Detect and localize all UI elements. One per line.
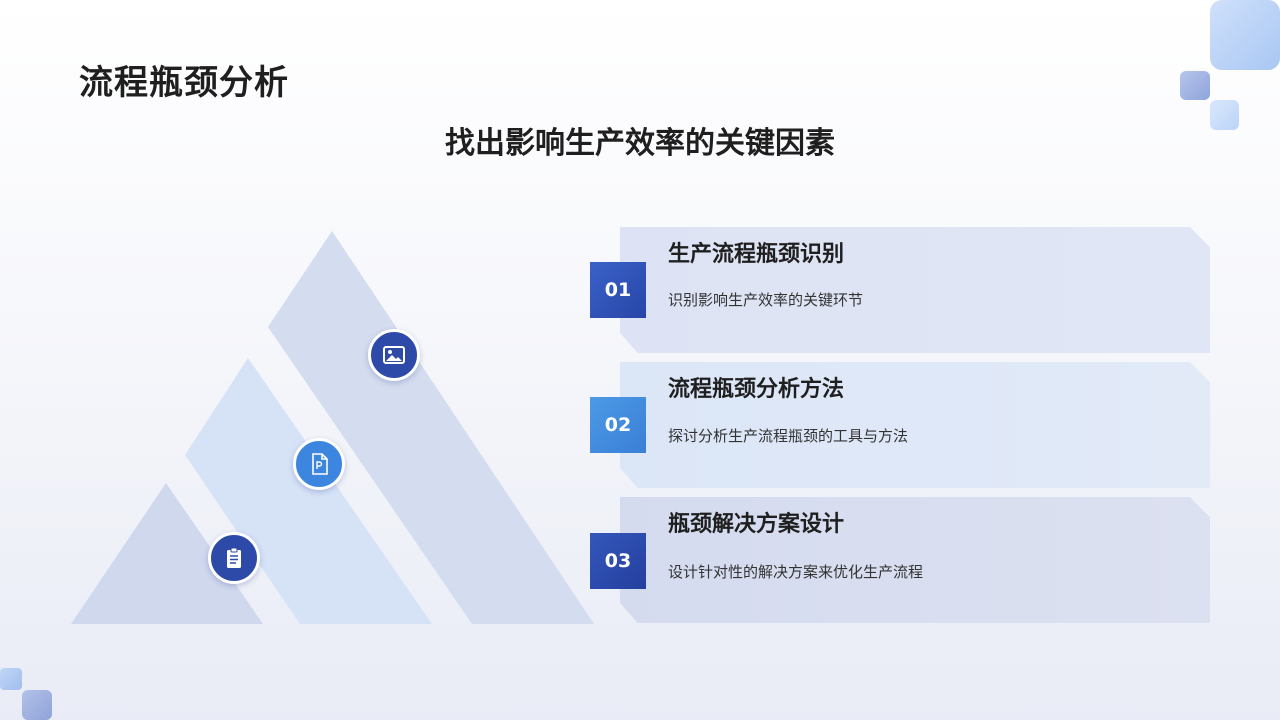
number-badge: 02 <box>590 397 646 453</box>
pyramid-tier-front <box>71 483 263 624</box>
list-item-title: 生产流程瓶颈识别 <box>668 242 845 267</box>
slide-title: 流程瓶颈分析 <box>79 63 289 103</box>
list-item-card <box>620 362 1210 488</box>
list-item-description: 设计针对性的解决方案来优化生产流程 <box>668 563 924 581</box>
pyramid-tier-back <box>268 231 594 624</box>
decorative-square <box>0 668 22 690</box>
clipboard-icon <box>208 532 260 584</box>
list-item-card <box>620 497 1210 623</box>
decorative-square <box>1210 100 1239 130</box>
list-item-title: 流程瓶颈分析方法 <box>668 377 845 402</box>
pyramid-tier-middle <box>185 358 432 624</box>
image-icon <box>368 329 420 381</box>
list-item-title: 瓶颈解决方案设计 <box>668 512 845 537</box>
list-item-description: 识别影响生产效率的关键环节 <box>668 291 864 309</box>
number-badge: 01 <box>590 262 646 318</box>
slide-subtitle: 找出影响生产效率的关键因素 <box>445 126 835 161</box>
decorative-square <box>1210 0 1280 70</box>
decorative-square <box>1180 71 1210 100</box>
number-badge: 03 <box>590 533 646 589</box>
list-item-description: 探讨分析生产流程瓶颈的工具与方法 <box>668 427 909 445</box>
document-icon <box>293 438 345 490</box>
list-item-card <box>620 227 1210 353</box>
decorative-square <box>22 690 52 720</box>
